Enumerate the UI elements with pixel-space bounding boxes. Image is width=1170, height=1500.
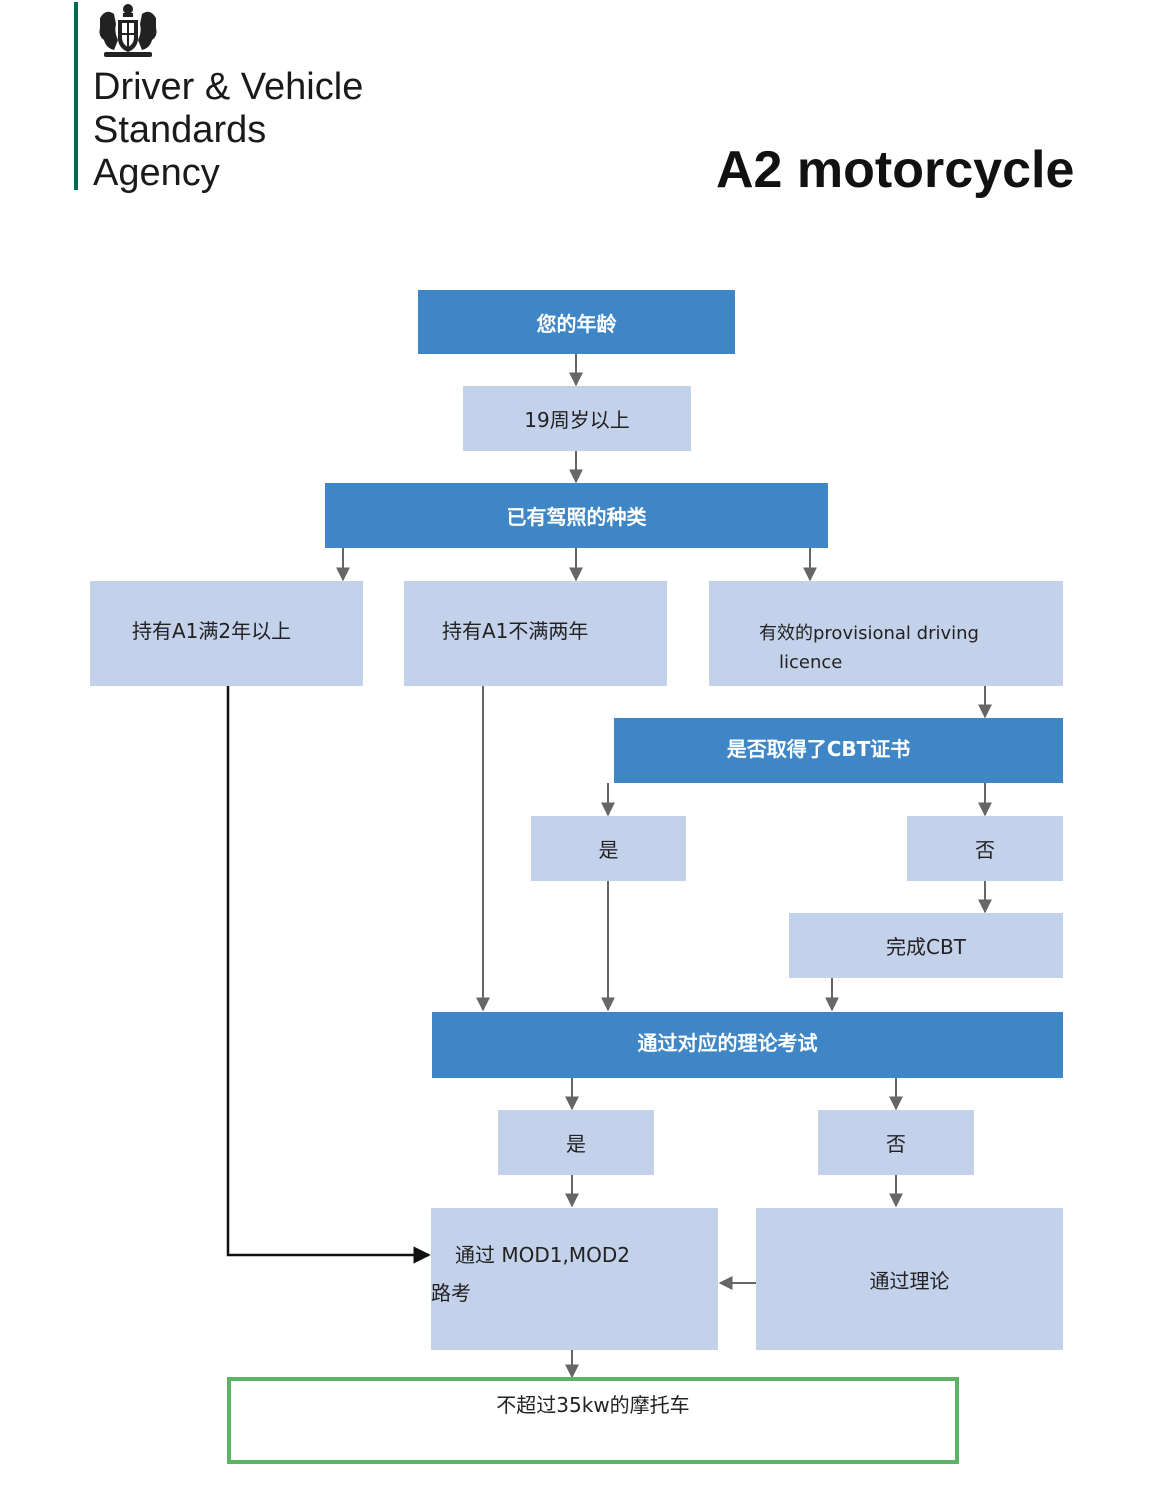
age-answer-box: 19周岁以上 bbox=[463, 386, 691, 451]
theory-question-box: 通过对应的理论考试 bbox=[432, 1012, 1063, 1078]
pass-theory-label: 通过理论 bbox=[869, 1268, 950, 1293]
option-provisional-label-1: 有效的provisional driving bbox=[759, 623, 979, 644]
cbt-question-label: 是否取得了CBT证书 bbox=[726, 737, 911, 761]
road-test-label-1: 通过 MOD1,MOD2 bbox=[455, 1243, 630, 1267]
pass-theory-box: 通过理论 bbox=[756, 1208, 1063, 1350]
option-provisional-box: 有效的provisional driving licence bbox=[709, 581, 1063, 686]
page-title: A2 motorcycle bbox=[716, 141, 1075, 199]
option-a1-2yrs-label: 持有A1满2年以上 bbox=[132, 619, 292, 643]
complete-cbt-box: 完成CBT bbox=[789, 913, 1063, 978]
organisation-name: Driver & Vehicle Standards Agency bbox=[93, 66, 363, 195]
logo-accent-bar bbox=[74, 2, 78, 190]
theory-question-label: 通过对应的理论考试 bbox=[637, 1031, 818, 1055]
cbt-no-box: 否 bbox=[907, 816, 1063, 881]
road-test-box: 通过 MOD1,MOD2 路考 bbox=[431, 1208, 718, 1350]
cbt-no-label: 否 bbox=[975, 838, 995, 862]
org-name-line-2: Standards bbox=[93, 109, 267, 151]
option-provisional-label-2: licence bbox=[779, 652, 843, 673]
org-name-line-1: Driver & Vehicle bbox=[93, 66, 364, 108]
option-a1-under2-box: 持有A1不满两年 bbox=[404, 581, 667, 686]
road-test-label-2: 路考 bbox=[431, 1281, 471, 1305]
licence-type-label: 已有驾照的种类 bbox=[506, 505, 647, 529]
age-answer-label: 19周岁以上 bbox=[524, 408, 630, 432]
theory-yes-label: 是 bbox=[566, 1132, 586, 1156]
cbt-yes-label: 是 bbox=[598, 838, 619, 862]
licence-type-box: 已有驾照的种类 bbox=[325, 483, 828, 548]
age-question-box: 您的年龄 bbox=[418, 290, 735, 354]
coat-of-arms-icon bbox=[99, 4, 157, 57]
cbt-yes-box: 是 bbox=[531, 816, 686, 881]
arrow-a1-2yrs-to-road-test bbox=[226, 686, 431, 1264]
theory-no-box: 否 bbox=[818, 1110, 974, 1175]
complete-cbt-label: 完成CBT bbox=[886, 935, 966, 959]
outcome-label: 不超过35kw的摩托车 bbox=[496, 1393, 690, 1417]
cbt-question-box: 是否取得了CBT证书 bbox=[614, 718, 1063, 783]
option-a1-under2-label: 持有A1不满两年 bbox=[442, 619, 589, 643]
theory-no-label: 否 bbox=[886, 1132, 906, 1156]
org-name-line-3: Agency bbox=[93, 152, 220, 194]
outcome-box: 不超过35kw的摩托车 bbox=[227, 1377, 959, 1464]
age-question-label: 您的年龄 bbox=[536, 311, 617, 336]
option-a1-2yrs-box: 持有A1满2年以上 bbox=[90, 581, 363, 686]
theory-yes-box: 是 bbox=[498, 1110, 654, 1175]
